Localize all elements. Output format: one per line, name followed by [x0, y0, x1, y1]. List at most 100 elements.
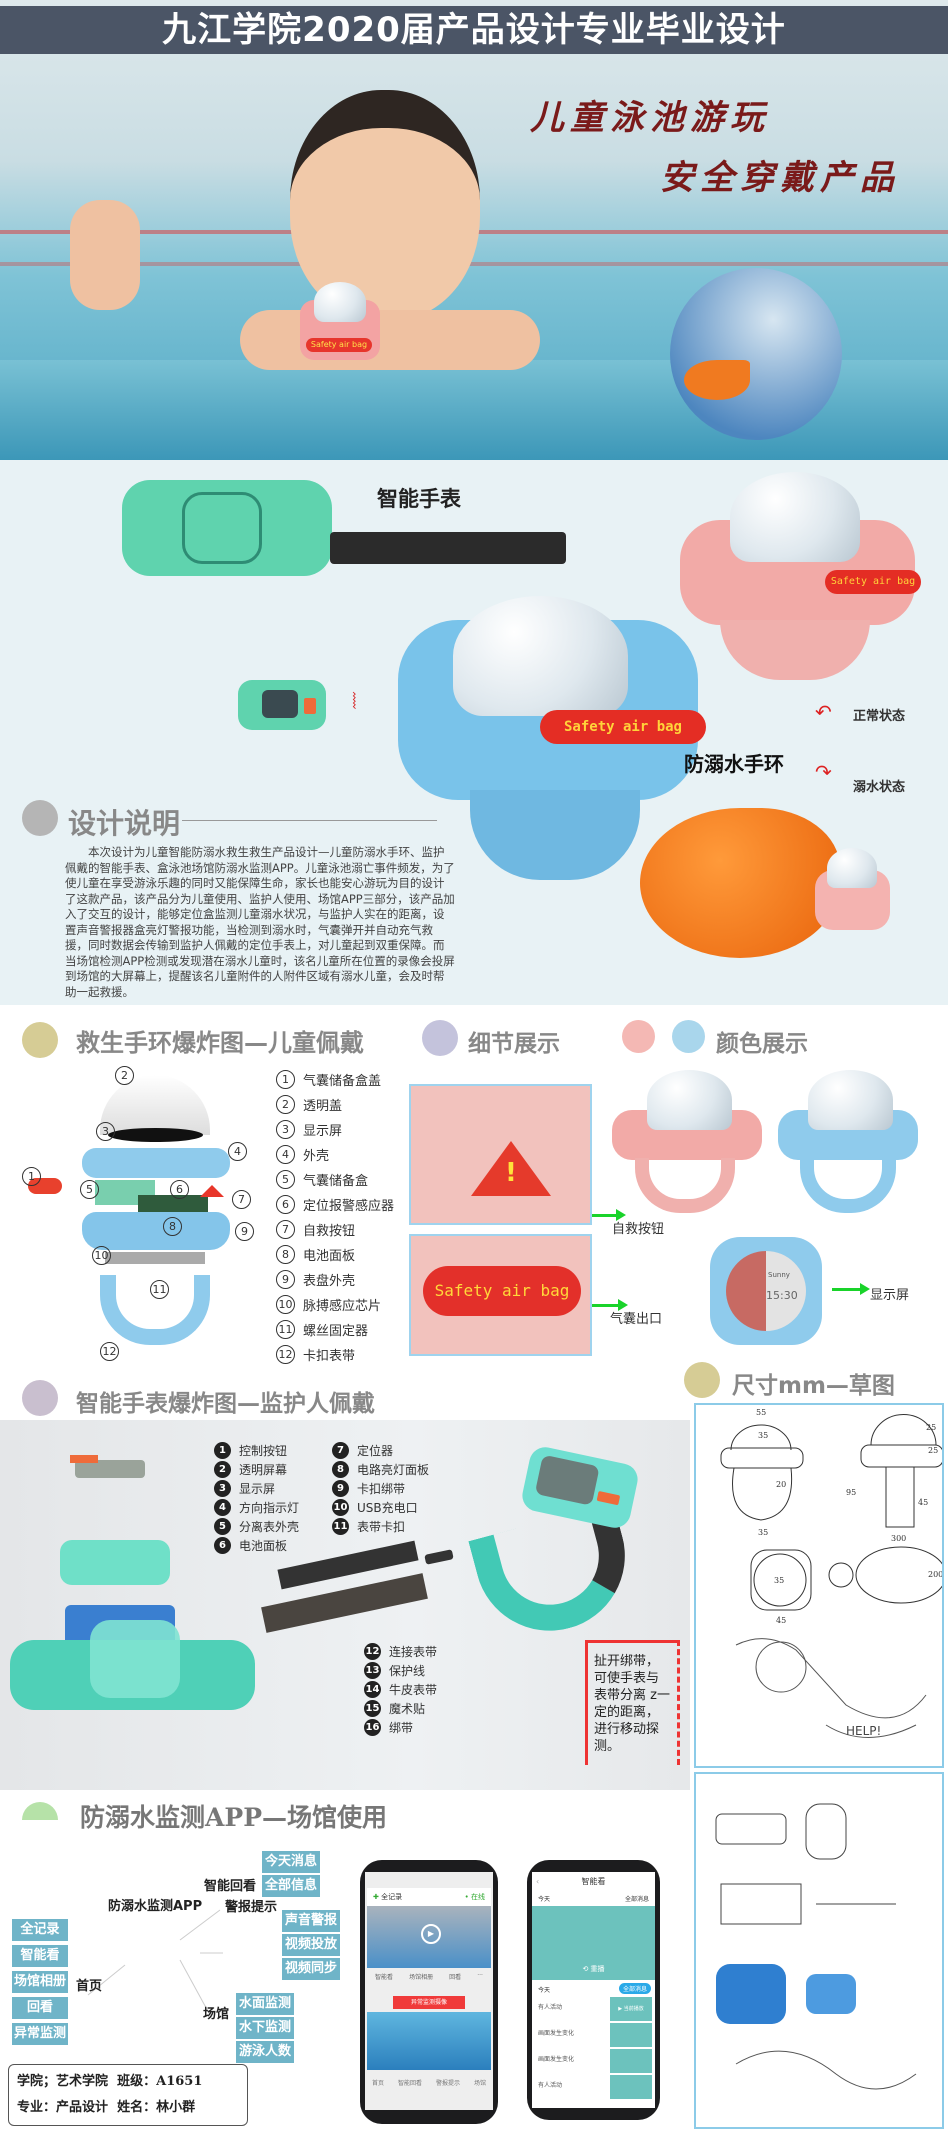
part-number: 12	[364, 1643, 381, 1660]
quick-icon[interactable]: 智能看	[375, 1974, 394, 1981]
part-number: 2	[214, 1461, 231, 1478]
event-thumbnail[interactable]	[610, 2049, 652, 2073]
underwater-video[interactable]	[367, 2012, 491, 2070]
section-dot	[684, 1362, 720, 1398]
callout-10: 10	[92, 1244, 111, 1265]
event-list-item[interactable]: 有人活动▶ 当前播放	[532, 1996, 655, 2022]
sketches	[715, 1803, 917, 2090]
part-legend-item: 10 脉搏感应芯片	[276, 1292, 394, 1317]
today-filter[interactable]: 今天	[538, 1896, 551, 1903]
event-thumbnail[interactable]: ▶ 当前播放	[610, 1997, 652, 2021]
section-dot	[422, 1020, 458, 1056]
watch-exploded-title: 智能手表爆炸图—监护人佩戴	[76, 1391, 375, 1417]
part-name: USB充电口	[357, 1501, 418, 1515]
event-list-item[interactable]: 画面发生变化	[532, 2022, 655, 2048]
airbag-label: Safety air bag	[825, 570, 921, 594]
page-title: 九江学院2020届产品设计专业毕业设计	[0, 6, 948, 54]
replay-button[interactable]: 重播	[590, 1965, 605, 1973]
dim-200: 200	[928, 1570, 942, 1579]
part-number: 7	[332, 1442, 349, 1459]
callout-7: 7	[232, 1188, 251, 1209]
girl-face	[290, 90, 480, 320]
all-messages-badge[interactable]: 全部消息	[618, 1983, 651, 1994]
part-number: 7	[276, 1220, 295, 1239]
part-number: 5	[276, 1170, 295, 1189]
tab-item[interactable]: 场馆	[473, 2080, 486, 2087]
quick-icon[interactable]: 场馆相册	[409, 1974, 434, 1981]
green-arrow-icon	[592, 1209, 626, 1221]
part-legend-item: 12 连接表带	[364, 1642, 544, 1661]
mindmap-venue: 场馆	[203, 2007, 230, 2022]
color-swatch-blue	[672, 1020, 705, 1053]
control-button-part	[70, 1455, 98, 1463]
tab-item[interactable]: 智能回看	[397, 2080, 422, 2087]
event-list-item[interactable]: 有人活动	[532, 2074, 655, 2100]
smartwatch-leather-strap	[330, 532, 566, 564]
event-thumbnail[interactable]	[610, 2023, 652, 2047]
replay-icon[interactable]: ⟲	[582, 1965, 591, 1973]
part-name: 外壳	[303, 1149, 330, 1164]
abnormal-monitor-button[interactable]: 异常监测摄像	[393, 1996, 465, 2009]
part-name: 绑带	[389, 1721, 414, 1735]
sos-button-closeup: !	[409, 1084, 592, 1225]
message-filter-dropdown[interactable]: 全部消息	[624, 1896, 649, 1903]
part-name: 卡扣表带	[303, 1349, 356, 1364]
airbag-label: Safety air bag	[423, 1266, 581, 1316]
callout-6: 6	[170, 1178, 189, 1199]
sketch-board	[694, 1772, 944, 2129]
part-legend-item: 5 气囊储备盒	[276, 1167, 394, 1192]
mindmap-node-replay: 全部信息	[262, 1875, 320, 1897]
part-name: 连接表带	[389, 1645, 438, 1659]
mindmap-node-home: 全记录	[12, 1919, 68, 1941]
callout-8: 8	[163, 1215, 182, 1236]
section-dot	[22, 1022, 58, 1058]
quick-icon[interactable]: ···	[477, 1972, 483, 1979]
header-left: 全记录	[381, 1893, 403, 1901]
event-thumbnail[interactable]	[610, 2075, 652, 2099]
slogan-line-2: 安全穿戴产品	[660, 158, 900, 198]
orange-airbag	[640, 808, 840, 958]
quick-icon[interactable]: 回看	[449, 1974, 462, 1981]
part-name: 定位报警感应器	[303, 1199, 395, 1214]
event-list-item[interactable]: 画面发生变化	[532, 2048, 655, 2074]
display-label: 显示屏	[870, 1288, 910, 1303]
part-name: 方向指示灯	[239, 1501, 300, 1515]
inflated-airbag	[684, 360, 750, 400]
phone-home-screen: ✚ 全记录 • 在线 ▶ 智能看场馆相册回看··· 异常监测摄像 首页智能回看警…	[360, 1860, 498, 2124]
back-icon[interactable]: ‹	[536, 1877, 540, 1886]
part-number: 14	[364, 1681, 381, 1698]
part-name: 魔术贴	[389, 1702, 426, 1716]
dim-20: 20	[776, 1480, 786, 1489]
video-player[interactable]: ⟲ 重播	[532, 1906, 655, 1980]
callout-11: 11	[150, 1278, 169, 1299]
part-name: 保护线	[389, 1664, 426, 1678]
online-status: • 在线	[464, 1893, 485, 1901]
dimension-lines: 55 35 20 35 95 25 25 45 35 45 300 200 HE…	[720, 1408, 947, 1738]
part-name: 气囊储备盒	[303, 1174, 369, 1189]
tab-item[interactable]: 警报提示	[435, 2080, 460, 2087]
dim-25: 25	[926, 1423, 936, 1432]
underwater-inset	[670, 268, 842, 440]
smartwatch-mint-strap	[122, 480, 332, 576]
part-number: 10	[276, 1295, 295, 1314]
hero-bracelet: Safety air bag	[300, 282, 380, 360]
dim-45b: 45	[776, 1616, 786, 1625]
tab-item[interactable]: 首页	[371, 2080, 384, 2087]
airbag-label: Safety air bag	[540, 710, 706, 744]
video-thumbnail[interactable]: ▶	[367, 1906, 491, 1968]
play-icon[interactable]: ▶	[421, 1924, 441, 1944]
part-name: 脉搏感应芯片	[303, 1299, 382, 1314]
